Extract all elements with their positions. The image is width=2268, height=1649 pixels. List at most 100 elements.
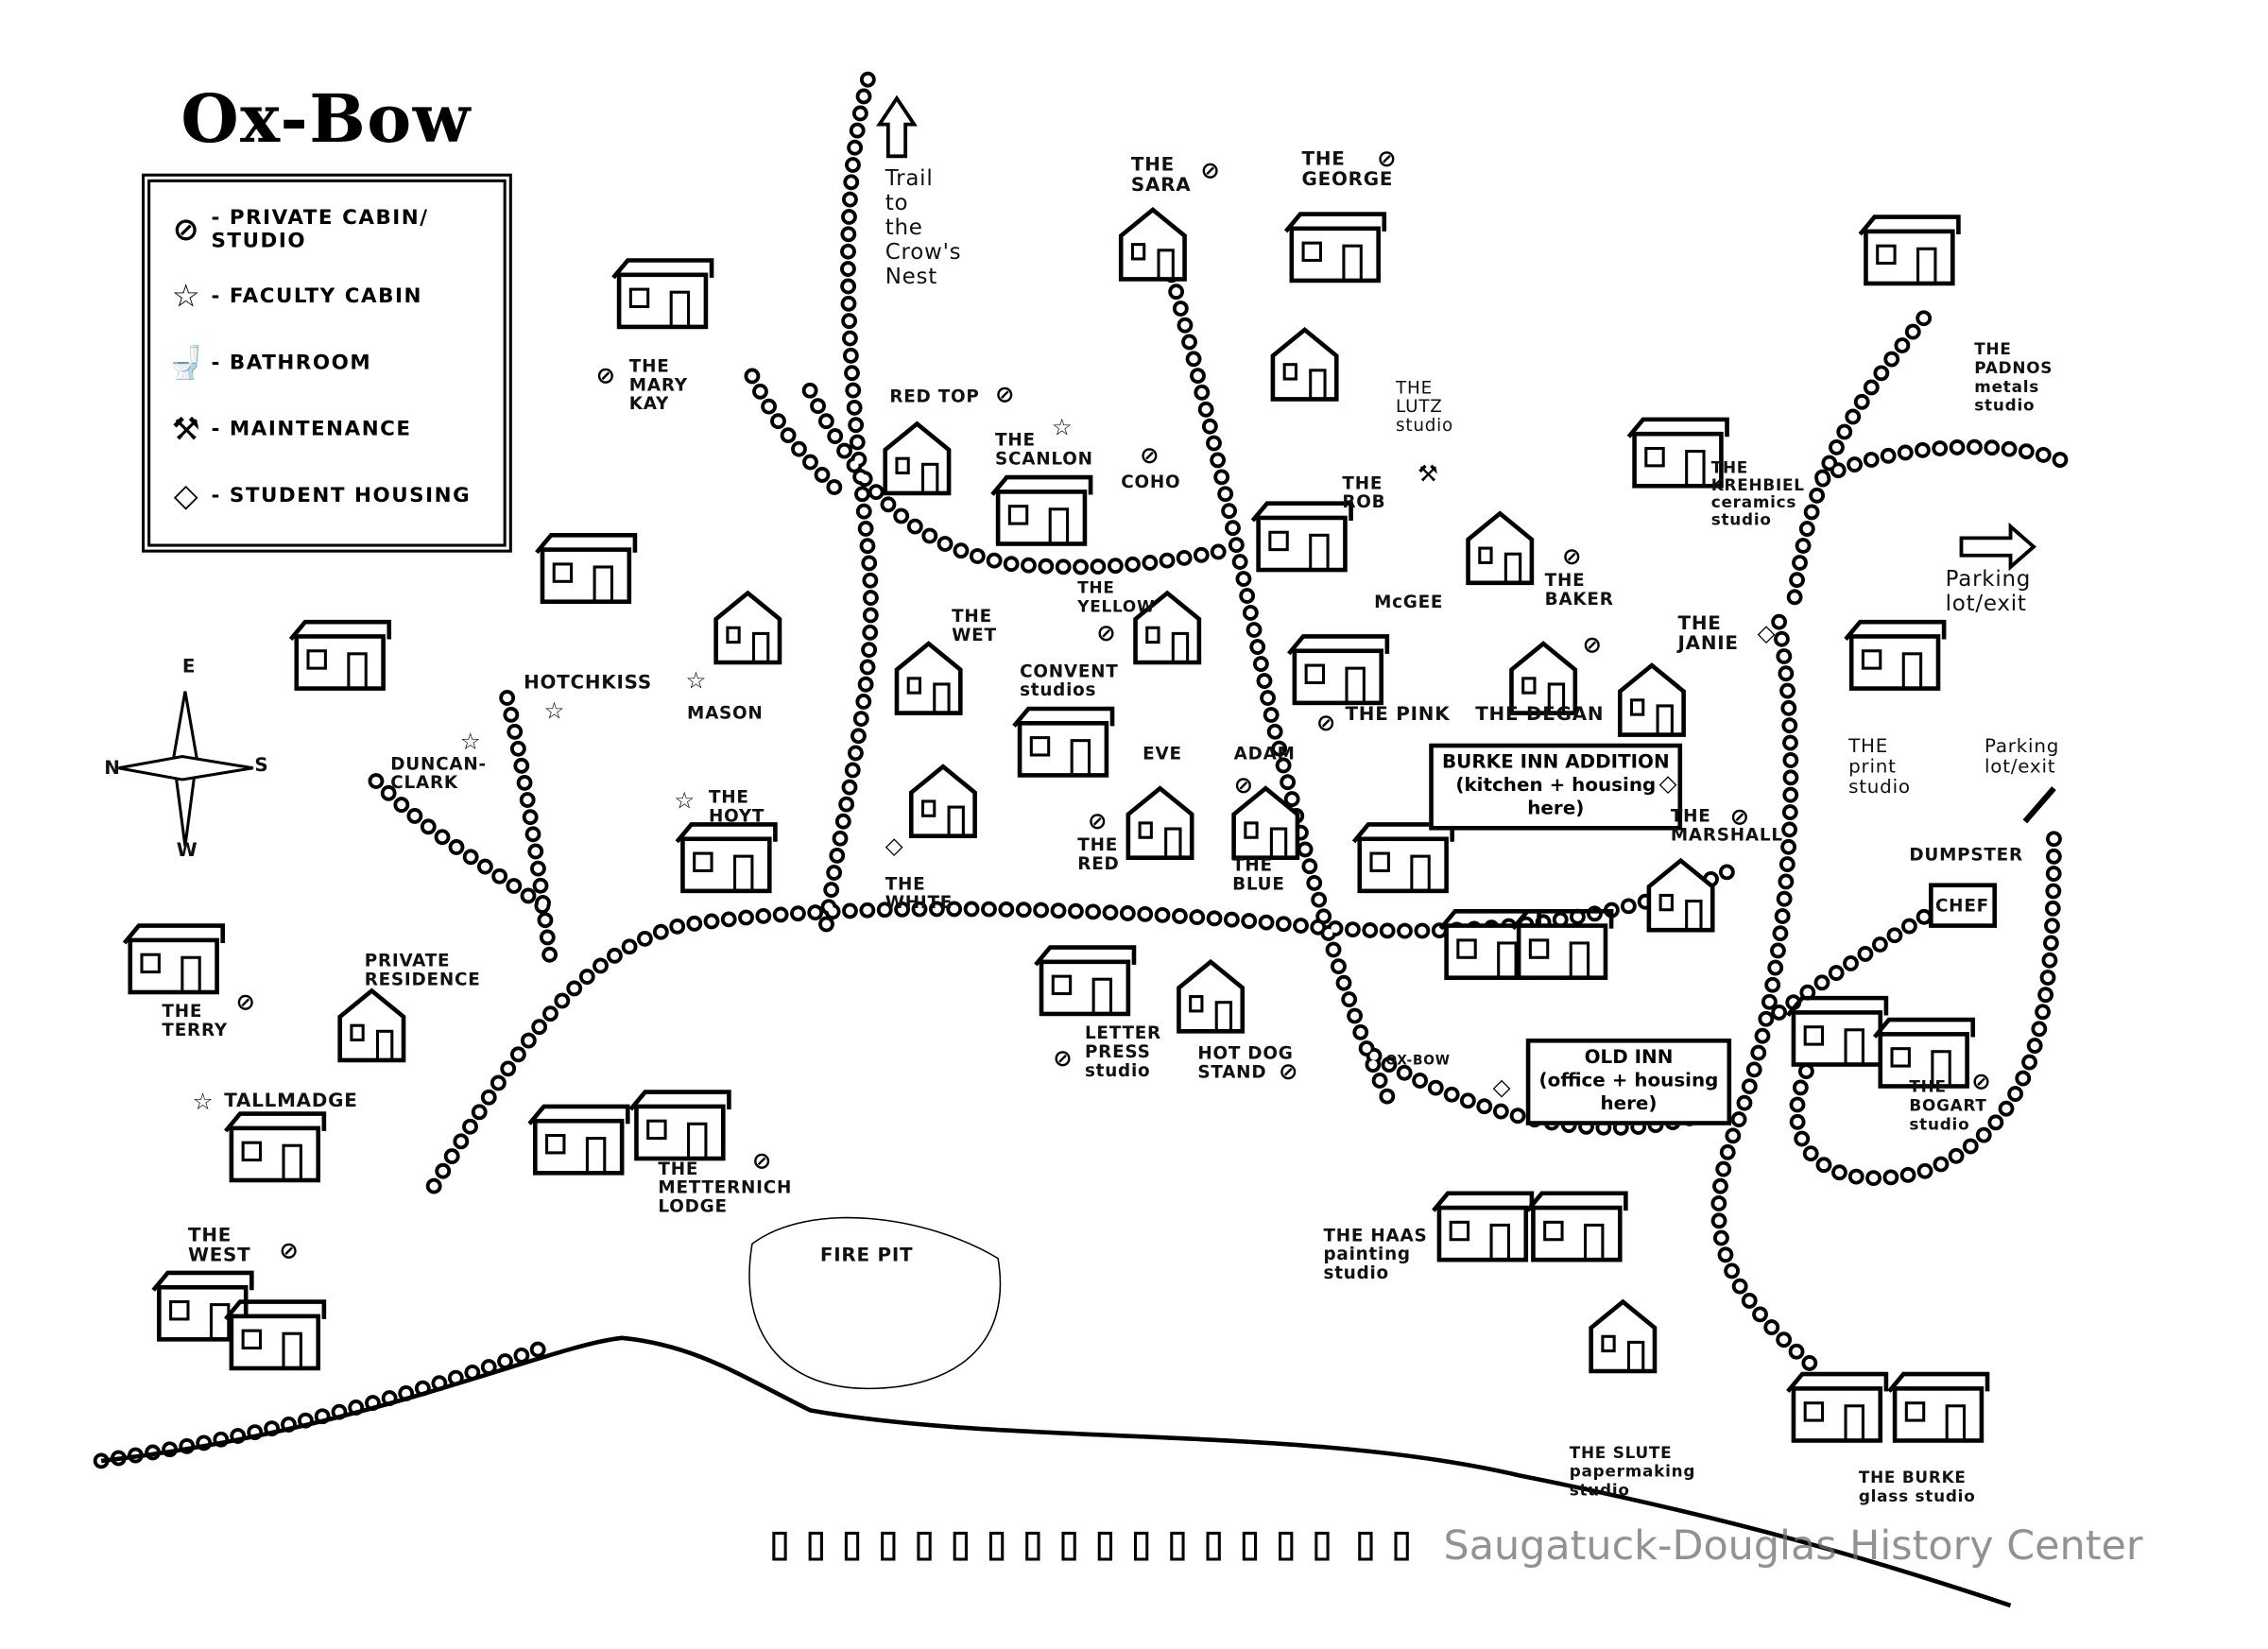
label-dumpster: DUMPSTER: [1909, 844, 2023, 866]
star-icon: ☆: [1051, 413, 1073, 441]
label-letter-press: LETTER PRESS studio: [1084, 1022, 1161, 1081]
prohibited-circle-icon: ⊘: [172, 212, 201, 249]
label-rob: THE ROB: [1342, 472, 1386, 512]
label-trail: Trail to the Crow's Nest: [885, 164, 962, 290]
diamond-icon: ◇: [173, 477, 200, 515]
compass-east: E: [181, 656, 197, 678]
prohibited-circle-icon: ⊘: [1096, 619, 1116, 647]
prohibited-circle-icon: ⊘: [1233, 770, 1254, 799]
prohibited-circle-icon: ⊘: [1200, 156, 1220, 184]
prohibited-circle-icon: ⊘: [1582, 630, 1602, 659]
parking-arrow-right: [1959, 522, 2036, 572]
label-haas: THE HAAS painting studio: [1323, 1225, 1428, 1283]
label-baker: THE BAKER: [1544, 570, 1614, 610]
label-hot-dog-stand: HOT DOG STAND: [1197, 1042, 1294, 1082]
legend-label: - FACULTY CABIN: [211, 284, 422, 309]
label-mary-kay: THE MARY KAY: [628, 355, 688, 414]
label-white: THE WHITE: [885, 873, 954, 913]
label-slute: THE SLUTE papermaking studio: [1569, 1443, 1696, 1501]
label-blue: THE BLUE: [1232, 854, 1285, 894]
prohibited-circle-icon: ⊘: [1562, 541, 1582, 571]
legend-label: - PRIVATE CABIN/ STUDIO: [211, 206, 429, 253]
prohibited-circle-icon: ⊘: [1729, 802, 1750, 831]
label-mason: MASON: [687, 702, 764, 724]
parking-arrow-diagonal: [2022, 786, 2056, 824]
trail-arrow: [876, 94, 918, 159]
legend: ⊘ - PRIVATE CABIN/ STUDIO ☆ - FACULTY CABI…: [141, 173, 512, 553]
dock-fence-posts: [772, 1531, 1409, 1561]
compass-rose: [118, 691, 254, 847]
label-krehbiel: THE KREHBIEL ceramics studio: [1710, 458, 1805, 530]
label-eve: EVE: [1143, 743, 1182, 764]
label-marshall: THE MARSHALL: [1670, 805, 1783, 845]
label-print-studio: THE print studio: [1848, 736, 1911, 799]
label-oxbow-sign: OX-BOW: [1385, 1054, 1451, 1070]
label-coho: COHO: [1121, 471, 1181, 492]
legend-item-bathroom: 🚽- BATHROOM: [162, 330, 491, 396]
label-metternich: THE METTERNICH LODGE: [658, 1159, 793, 1217]
label-padnos: THE PADNOS metals studio: [1974, 339, 2053, 416]
prohibited-circle-icon: ⊘: [1279, 1056, 1298, 1085]
label-degan: THE DEGAN: [1475, 704, 1605, 727]
label-hoyt: THE HOYT: [708, 786, 765, 826]
label-chef: CHEF: [1934, 895, 1989, 916]
star-icon: ☆: [192, 1088, 214, 1116]
label-lutz: THE LUTZ studio: [1396, 377, 1454, 436]
prohibited-circle-icon: ⊘: [595, 361, 616, 389]
label-mcgee: McGEE: [1374, 592, 1444, 612]
label-old-inn: OLD INN (office + housing here): [1525, 1038, 1732, 1125]
star-icon: ☆: [543, 696, 565, 725]
prohibited-circle-icon: ⊘: [1971, 1067, 1991, 1095]
buildings: [125, 210, 1997, 1441]
label-hotchkiss: HOTCHKISS: [524, 672, 652, 695]
toilet-icon: 🚽: [165, 345, 208, 382]
label-george: THE GEORGE: [1301, 148, 1394, 192]
label-red-top: RED TOP: [889, 386, 980, 407]
label-west: THE WEST: [187, 1225, 251, 1267]
star-icon: ☆: [674, 786, 696, 815]
star-icon: ☆: [685, 666, 707, 695]
label-tallmadge: TALLMADGE: [224, 1091, 358, 1113]
label-burke-glass: THE BURKE glass studio: [1858, 1468, 1976, 1506]
prohibited-circle-icon: ⊘: [1053, 1044, 1073, 1073]
label-yellow: THE YELLOW: [1077, 578, 1156, 617]
label-janie: THE JANIE: [1677, 612, 1739, 656]
compass-north: N: [104, 758, 121, 780]
label-adam: ADAM: [1233, 743, 1296, 764]
fire-pit-area: [748, 1216, 1002, 1390]
shoreline: [100, 1335, 2012, 1608]
hammer-icon: ⚒: [171, 411, 202, 448]
map-title: Ox-Bow: [180, 79, 472, 158]
legend-label: - BATHROOM: [211, 351, 372, 375]
label-fire-pit: FIRE PIT: [819, 1245, 914, 1267]
label-wet: THE WET: [952, 606, 997, 645]
label-terry: THE TERRY: [162, 1001, 228, 1040]
hammer-icon: ⚒: [1417, 459, 1438, 488]
label-parking-exit-2: Parking lot/exit: [1984, 736, 2060, 779]
legend-label: - STUDENT HOUSING: [211, 484, 472, 508]
label-private-residence: PRIVATE RESIDENCE: [364, 950, 481, 989]
label-pink: THE PINK: [1345, 704, 1451, 727]
cobblestone-paths: [93, 71, 2077, 1469]
prohibited-circle-icon: ⊘: [1140, 440, 1160, 469]
star-icon: ☆: [171, 278, 202, 315]
legend-label: - MAINTENANCE: [211, 418, 412, 441]
diamond-icon: ◇: [1658, 769, 1677, 798]
prohibited-circle-icon: ⊘: [235, 988, 256, 1016]
label-burke-inn-addition: BURKE INN ADDITION (kitchen + housing he…: [1429, 743, 1683, 831]
label-bogart: THE BOGART studio: [1909, 1077, 1987, 1134]
label-sara: THE SARA: [1130, 154, 1192, 198]
diamond-icon: ◇: [1492, 1073, 1511, 1101]
prohibited-circle-icon: ⊘: [1088, 807, 1108, 835]
compass-west: W: [176, 840, 198, 863]
label-red: THE RED: [1077, 834, 1120, 874]
label-parking-exit-1: Parking lot/exit: [1945, 565, 2032, 617]
label-scanlon: THE SCANLON: [995, 429, 1093, 469]
compass-south: S: [254, 754, 269, 777]
prohibited-circle-icon: ⊘: [995, 380, 1015, 408]
legend-item-maintenance: ⚒ - MAINTENANCE: [162, 396, 491, 462]
diamond-icon: ◇: [1757, 619, 1776, 647]
watermark: Saugatuck-Douglas History Center: [1443, 1521, 2143, 1570]
